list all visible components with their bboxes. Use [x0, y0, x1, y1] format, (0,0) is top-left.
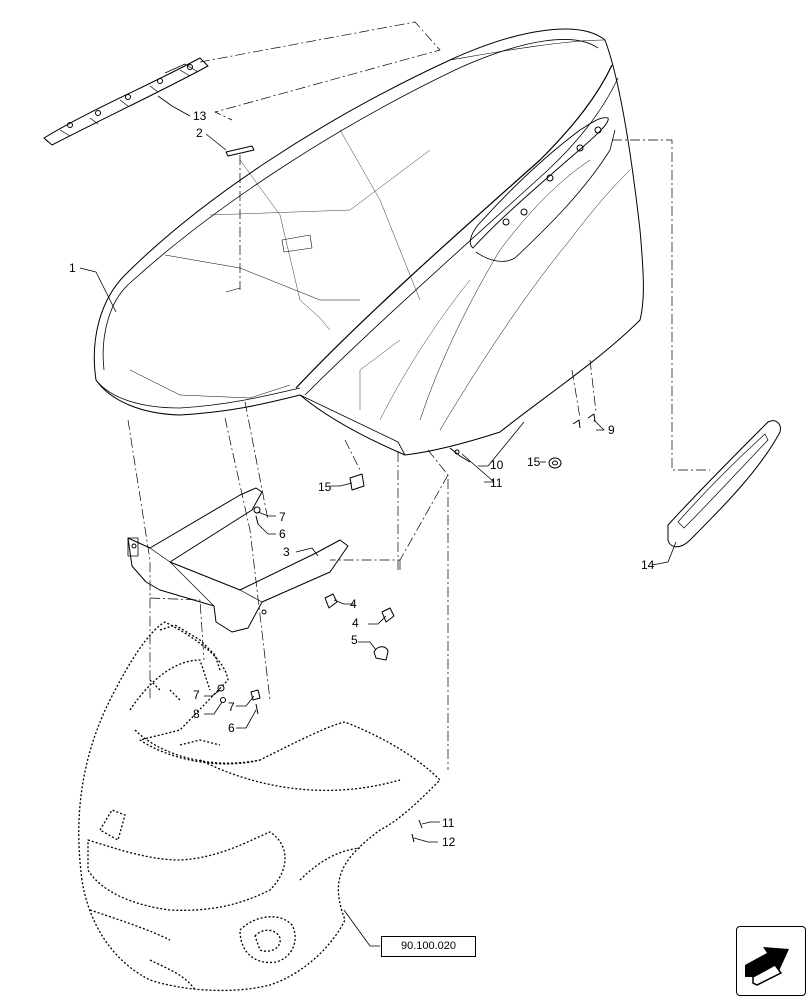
assembly-lines — [127, 21, 710, 770]
mounting-bracket — [127, 487, 349, 633]
next-page-arrow-icon — [745, 947, 789, 986]
callout-7b: 7 — [193, 688, 200, 702]
callout-8: 8 — [193, 707, 200, 721]
callout-7c: 7 — [228, 700, 235, 714]
callout-3: 3 — [283, 545, 290, 559]
callout-15b: 15 — [527, 455, 541, 469]
label-strip — [225, 145, 255, 157]
trim-strip — [43, 57, 209, 146]
callout-4a: 4 — [350, 597, 357, 611]
reference-link[interactable]: 90.100.020 — [381, 936, 476, 957]
callout-6b: 6 — [228, 721, 235, 735]
next-page-button[interactable] — [736, 926, 806, 996]
front-assembly — [78, 621, 441, 992]
callout-9: 9 — [608, 423, 615, 437]
callout-10: 10 — [490, 458, 504, 472]
callout-11a: 11 — [490, 476, 503, 490]
callout-13: 13 — [193, 109, 207, 123]
callout-5: 5 — [351, 633, 358, 647]
callout-15a: 15 — [318, 480, 332, 494]
leader-lines — [79, 95, 677, 947]
callout-14: 14 — [641, 558, 655, 572]
vent-cover — [667, 420, 781, 548]
hardware — [217, 413, 596, 843]
callout-11b: 11 — [442, 816, 455, 830]
callout-2: 2 — [196, 126, 203, 140]
callout-12: 12 — [442, 835, 456, 849]
callout-1: 1 — [69, 261, 76, 275]
callout-7a: 7 — [279, 510, 286, 524]
callout-4b: 4 — [352, 616, 359, 630]
callout-6a: 6 — [279, 527, 286, 541]
hood-panel — [93, 28, 644, 456]
